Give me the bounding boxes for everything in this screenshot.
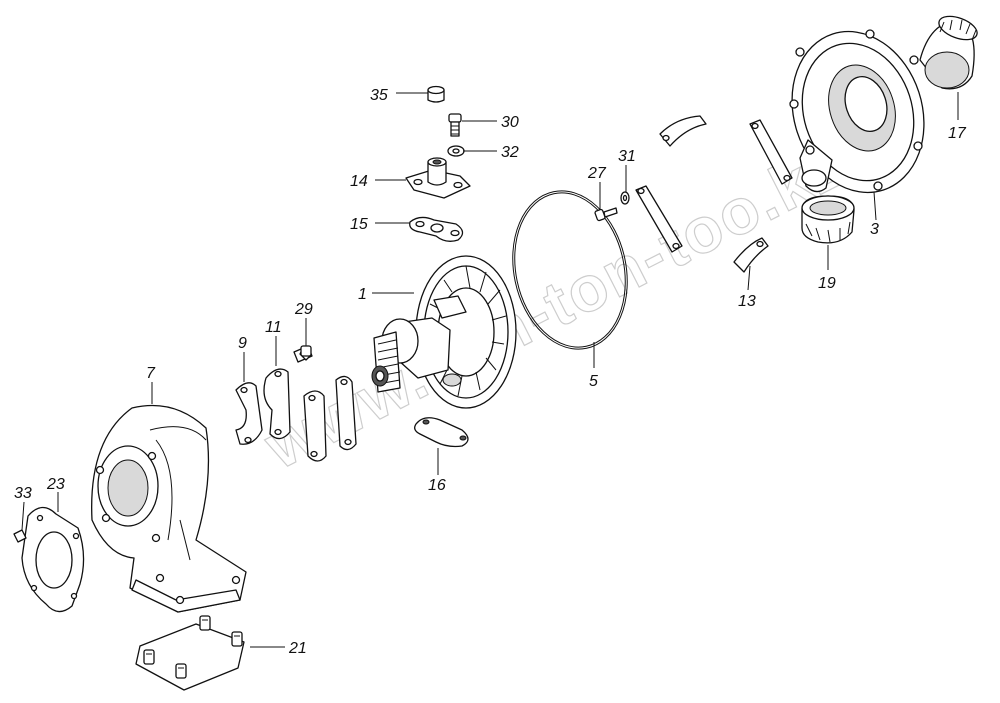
callout-29: 29 xyxy=(294,301,313,318)
part-16-gasket xyxy=(414,417,469,448)
callout-labels: 35 30 32 14 15 1 5 27 31 13 3 17 19 29 9… xyxy=(14,87,967,657)
callout-11: 11 xyxy=(265,319,282,336)
part-3-compressor-housing xyxy=(789,29,925,194)
leader-lines xyxy=(21,92,959,648)
callout-1: 1 xyxy=(358,286,367,303)
callout-31: 31 xyxy=(618,148,636,165)
callout-23: 23 xyxy=(46,476,65,493)
part-19-nut xyxy=(801,195,855,244)
callout-3: 3 xyxy=(870,221,879,238)
part-32-washer xyxy=(447,145,465,157)
callout-7: 7 xyxy=(146,365,156,382)
part-29-bolt xyxy=(293,345,313,363)
callout-13: 13 xyxy=(738,293,756,310)
part-1-cartridge xyxy=(371,255,517,409)
callout-17: 17 xyxy=(948,125,967,142)
callout-33: 33 xyxy=(14,485,32,502)
part-5-o-ring xyxy=(512,190,628,350)
part-30-bolt xyxy=(448,113,462,137)
callout-19: 19 xyxy=(818,275,836,292)
part-7-turbine-housing xyxy=(91,404,247,613)
part-23-gasket xyxy=(21,506,85,613)
part-15-gasket xyxy=(409,216,464,242)
part-31-washer xyxy=(620,191,630,205)
part-27-screw xyxy=(594,207,618,222)
callout-21: 21 xyxy=(288,640,307,657)
callout-35: 35 xyxy=(370,87,388,104)
part-33-nut xyxy=(13,529,27,543)
part-21-flange-plate xyxy=(135,615,245,691)
callout-15: 15 xyxy=(350,216,368,233)
part-13-clamp-plates xyxy=(635,115,793,273)
callout-32: 32 xyxy=(501,144,519,161)
callout-30: 30 xyxy=(501,114,519,131)
part-9-11-clamps xyxy=(235,368,357,462)
part-35-plug xyxy=(427,85,445,103)
callout-27: 27 xyxy=(587,165,607,182)
part-14-flange xyxy=(405,157,471,199)
callout-5: 5 xyxy=(589,373,598,390)
part-17-cap xyxy=(919,15,978,90)
callout-9: 9 xyxy=(238,335,247,352)
callout-14: 14 xyxy=(350,173,368,190)
callout-16: 16 xyxy=(428,477,446,494)
